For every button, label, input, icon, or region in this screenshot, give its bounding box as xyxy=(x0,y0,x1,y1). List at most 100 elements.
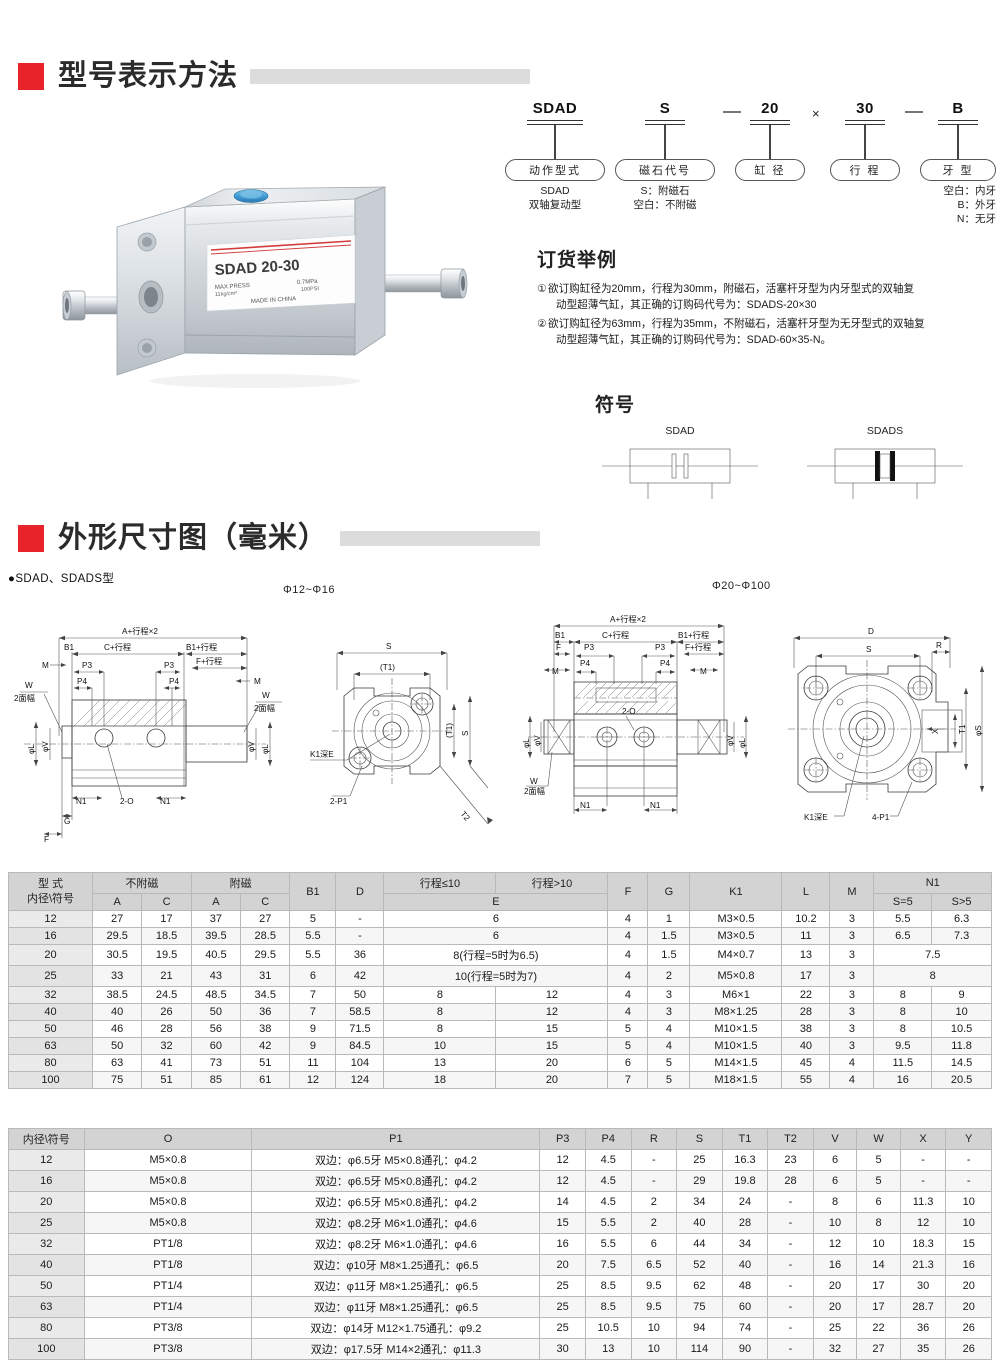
cell-s: 114 xyxy=(676,1338,723,1360)
symbol-label-sdad: SDAD xyxy=(665,425,695,437)
cell-p1: 双边：φ8.2牙 M6×1.0通孔：φ4.6 xyxy=(251,1212,541,1234)
cell-t2: - xyxy=(767,1296,814,1318)
cell-n1-s-eq5: 9.5 xyxy=(873,1037,933,1055)
svg-text:P4: P4 xyxy=(580,659,590,668)
cell-b1: 5 xyxy=(289,910,337,928)
cell-s: 62 xyxy=(676,1275,723,1297)
cell-bore: 12 xyxy=(8,1149,85,1171)
cell-t2: - xyxy=(767,1254,814,1276)
cell-o: PT1/4 xyxy=(83,1296,253,1318)
cell-w: 27 xyxy=(856,1338,901,1360)
cell-p4: 5.5 xyxy=(584,1233,632,1255)
table1-header-k1: K1 xyxy=(689,872,783,911)
cell-b1: 11 xyxy=(289,1054,337,1072)
cell-bore: 20 xyxy=(8,1191,85,1213)
table2-header-v: V xyxy=(812,1128,858,1150)
cell-o: M5×0.8 xyxy=(83,1170,253,1192)
cell-a-magnet: 48.5 xyxy=(190,986,242,1004)
dimension-table-1: 型 式 内径\符号 不附磁 附磁 B1 D 行程≤10 行程>10 F G K1… xyxy=(8,872,992,1089)
svg-text:N1: N1 xyxy=(76,797,87,806)
svg-text:2-O: 2-O xyxy=(622,707,636,716)
cell-l: 45 xyxy=(781,1054,831,1072)
dimension-drawing-subtitle: ●SDAD、SDADS型 xyxy=(8,573,115,585)
cell-o: PT1/8 xyxy=(83,1254,253,1276)
cell-bore: 100 xyxy=(8,1338,85,1360)
symbol-diagram-sdad xyxy=(602,448,758,499)
model-code-note-1-0: S：附磁石 xyxy=(640,185,690,197)
svg-text:D: D xyxy=(868,627,874,636)
cell-x: - xyxy=(899,1149,947,1171)
cell-r: 10 xyxy=(630,1338,678,1360)
cell-y: - xyxy=(945,1170,992,1192)
cell-s: 29 xyxy=(676,1170,723,1192)
port-cap-blue xyxy=(233,189,269,203)
cell-c-no-magnet: 28 xyxy=(141,1020,192,1038)
cell-s: 52 xyxy=(676,1254,723,1276)
cell-c-magnet: 28.5 xyxy=(240,927,291,945)
cell-a-magnet: 85 xyxy=(190,1071,242,1089)
cell-a-no-magnet: 50 xyxy=(91,1037,143,1055)
svg-text:φV: φV xyxy=(533,735,542,746)
cell-k1: M4×0.7 xyxy=(689,944,783,966)
cell-l: 40 xyxy=(781,1037,831,1055)
cell-f: 5 xyxy=(607,1037,649,1055)
table1-header-e: E xyxy=(383,893,609,911)
cell-v: 20 xyxy=(812,1296,858,1318)
cell-p1: 双边：φ11牙 M8×1.25通孔：φ6.5 xyxy=(251,1275,541,1297)
ordering-item-line1: 欲订购缸径为63mm，行程为35mm，不附磁石，活塞杆牙型为无牙型式的双轴复 xyxy=(548,317,925,330)
cell-c-magnet: 27 xyxy=(240,910,291,928)
cell-bore: 16 xyxy=(8,927,93,945)
svg-text:N1: N1 xyxy=(160,797,171,806)
cell-y: 10 xyxy=(945,1212,992,1234)
cell-v: 16 xyxy=(812,1254,858,1276)
cell-e-stroke-le10: 8 xyxy=(383,986,497,1004)
symbol-label-sdads: SDADS xyxy=(866,425,904,437)
cell-s: 44 xyxy=(676,1233,723,1255)
cell-g: 2 xyxy=(647,965,691,987)
cell-a-no-magnet: 33 xyxy=(91,965,143,987)
svg-text:(T1): (T1) xyxy=(380,663,395,672)
cell-o: PT1/8 xyxy=(83,1233,253,1255)
cell-k1: M3×0.5 xyxy=(689,927,783,945)
cell-x: 18.3 xyxy=(899,1233,947,1255)
cell-e-stroke-le10: 10 xyxy=(383,1037,497,1055)
cell-p3: 25 xyxy=(539,1317,586,1339)
cell-d: 58.5 xyxy=(335,1003,385,1021)
cell-n1-s-gt5: 6.3 xyxy=(931,910,992,928)
svg-text:P4: P4 xyxy=(169,677,179,686)
cell-c-magnet: 51 xyxy=(240,1054,291,1072)
table1-header-row-2: A C A C E S=5 S>5 xyxy=(9,893,992,911)
table1-header-n1-s-gt5: S>5 xyxy=(931,893,992,911)
cell-x: 11.3 xyxy=(899,1191,947,1213)
table1-header-n1-s-eq5: S=5 xyxy=(873,893,933,911)
cell-p3: 15 xyxy=(539,1212,586,1234)
model-code-value: SDAD xyxy=(532,100,578,117)
table2-header-s: S xyxy=(676,1128,723,1150)
cell-bore: 12 xyxy=(8,910,93,928)
model-code-pill-thread: 牙 型 xyxy=(920,159,996,181)
table1-group-no-magnet: 不附磁 xyxy=(92,872,192,894)
table2-header-x: X xyxy=(899,1128,947,1150)
svg-text:P3: P3 xyxy=(82,661,92,670)
cell-c-no-magnet: 17 xyxy=(141,910,192,928)
svg-text:A+行程×2: A+行程×2 xyxy=(122,626,158,636)
cell-n1-s-eq5: 8 xyxy=(873,1020,933,1038)
cell-l: 38 xyxy=(781,1020,831,1038)
drawing-side-view-large: A+行程×2 B1 C+行程 B1+行程 F F+行程 P3 P4 P3 P4 … xyxy=(522,602,762,857)
cell-l: 17 xyxy=(781,965,831,987)
svg-text:φV: φV xyxy=(41,741,50,752)
cell-m: 3 xyxy=(829,944,875,966)
cell-bore: 40 xyxy=(8,1254,85,1276)
svg-text:B1: B1 xyxy=(555,631,565,640)
model-code-separator-1 xyxy=(723,111,741,113)
model-code-column-magnet: S 磁石代号 S：附磁石 空白：不附磁 xyxy=(615,100,715,212)
cell-e-stroke-gt10: 12 xyxy=(495,1003,609,1021)
cell-w: 17 xyxy=(856,1296,901,1318)
